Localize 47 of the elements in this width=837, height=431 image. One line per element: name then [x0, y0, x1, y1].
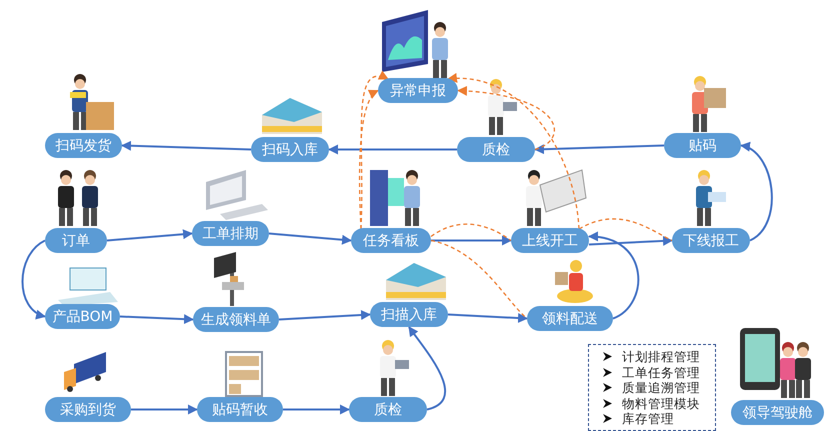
arrow	[588, 232, 640, 320]
process-pill: 扫码入库	[251, 137, 329, 162]
process-pill: 采购到货	[45, 397, 131, 422]
arrow	[268, 232, 352, 245]
list-item: 工单任务管理	[622, 364, 700, 380]
process-pill: 任务看板	[351, 228, 431, 253]
arrow	[588, 236, 673, 246]
arrow	[534, 144, 664, 154]
process-pill: 质检	[349, 397, 427, 422]
list-box	[588, 344, 716, 431]
list-item: 计划排程管理	[622, 349, 700, 364]
process-pill: 异常申报	[378, 78, 458, 103]
arrow	[120, 314, 194, 324]
process-pill: 扫码发货	[45, 133, 122, 158]
process-pill: 领导驾驶舱	[731, 400, 824, 425]
process-pill: 领料配送	[527, 306, 613, 331]
arrow	[106, 229, 193, 242]
dashed-arrow	[358, 90, 379, 230]
process-pill: 产品BOM	[45, 304, 120, 329]
arrow	[121, 140, 252, 151]
list-item: 库存管理	[622, 411, 674, 426]
list-item: 物料管理模块	[622, 396, 700, 411]
arrow	[431, 236, 512, 246]
arrow	[408, 326, 446, 410]
process-pill: 贴码	[664, 133, 741, 158]
list-item: 质量追溯管理	[622, 380, 700, 396]
arrow	[740, 143, 773, 242]
arrow	[278, 310, 371, 320]
connector-line	[430, 240, 528, 319]
arrow	[22, 240, 46, 318]
arrow	[283, 404, 350, 414]
connector-line	[430, 224, 512, 242]
process-pill: 订单	[45, 228, 107, 253]
dashed-arrow	[457, 86, 555, 150]
process-pill: 工单排期	[192, 221, 269, 246]
dashed-arrow	[447, 74, 580, 230]
arrow	[448, 313, 528, 324]
connector-line	[578, 218, 672, 242]
process-pill: 下线报工	[672, 228, 750, 253]
process-pill: 质检	[457, 137, 535, 162]
dashed-arrow	[360, 71, 389, 230]
process-pill: 扫描入库	[370, 302, 448, 327]
arrow	[131, 404, 198, 414]
process-pill: 贴码暂收	[197, 397, 283, 422]
process-pill: 上线开工	[511, 228, 589, 253]
arrow	[328, 144, 457, 154]
process-pill: 生成领料单	[193, 307, 279, 332]
